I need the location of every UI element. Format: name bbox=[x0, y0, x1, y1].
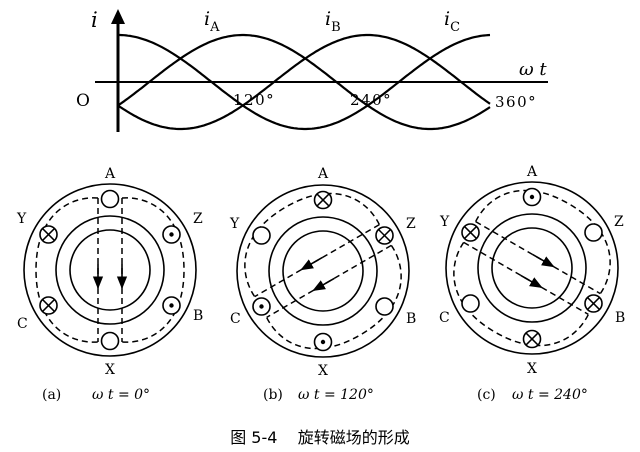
stator-diagram-a: A X Y Z C B bbox=[16, 166, 203, 378]
slot-y-empty bbox=[252, 226, 271, 245]
current-out-dot-icon bbox=[169, 232, 174, 237]
slot-z-empty bbox=[584, 223, 603, 242]
curve-label-i-b: iB bbox=[325, 8, 341, 35]
flux-loop-right bbox=[474, 189, 611, 295]
subcaption-c-value: ω t = 240° bbox=[512, 387, 588, 403]
curve-label-i-a: iA bbox=[204, 8, 220, 35]
current-out-dot-icon bbox=[259, 304, 264, 309]
label-c: C bbox=[17, 316, 28, 332]
flux-loop-left bbox=[453, 241, 590, 347]
subcaption-c-tag: (c) bbox=[477, 387, 496, 403]
current-out-dot-icon bbox=[529, 194, 535, 200]
curve-i-c bbox=[117, 33, 491, 131]
label-x: X bbox=[527, 361, 537, 377]
label-z: Z bbox=[406, 216, 416, 232]
flux-arrow-right bbox=[312, 277, 335, 292]
label-y: Y bbox=[439, 214, 450, 230]
current-in-cross-icon bbox=[42, 228, 55, 241]
flux-arrow-left bbox=[520, 274, 543, 289]
stator-outer-ring bbox=[236, 184, 410, 358]
current-axis-arrowhead bbox=[111, 9, 125, 24]
label-c: C bbox=[230, 311, 241, 327]
label-z: Z bbox=[193, 211, 203, 227]
angle-label-240: 240° bbox=[350, 91, 392, 109]
slot-x-empty bbox=[100, 331, 120, 351]
flux-loop-left bbox=[244, 192, 381, 298]
current-in-cross-icon bbox=[42, 299, 55, 312]
flux-path bbox=[35, 197, 185, 343]
stator-outer-ring bbox=[23, 183, 197, 357]
flux-arrow-right bbox=[532, 253, 555, 268]
flux-arrow-left bbox=[300, 256, 323, 271]
rotor-circle bbox=[491, 227, 573, 309]
curve-label-i-c: iC bbox=[444, 8, 460, 35]
label-a: A bbox=[526, 164, 538, 180]
label-x: X bbox=[105, 362, 115, 378]
stator-diagram-c: A X Y Z C B bbox=[439, 164, 625, 377]
current-axis-label: i bbox=[91, 8, 98, 32]
stator-diagram-b: A X Y Z C B bbox=[229, 166, 416, 379]
subcaption-b-tag: (b) bbox=[263, 387, 283, 403]
current-in-cross-icon bbox=[525, 332, 539, 346]
current-out-dot-icon bbox=[320, 339, 326, 345]
subcaption-b-value: ω t = 120° bbox=[298, 387, 374, 403]
current-out-dot-icon bbox=[169, 303, 174, 308]
stator-inner-bore bbox=[268, 216, 378, 326]
label-b: B bbox=[406, 311, 416, 327]
stator-inner-bore bbox=[477, 213, 587, 323]
rotor-circle bbox=[282, 230, 364, 312]
rotor-circle bbox=[69, 229, 151, 311]
flux-loop-left bbox=[35, 197, 99, 343]
angle-label-120: 120° bbox=[233, 91, 275, 109]
flux-loop-right bbox=[265, 244, 402, 350]
label-a: A bbox=[104, 166, 116, 182]
label-b: B bbox=[193, 308, 203, 324]
current-in-cross-icon bbox=[464, 226, 477, 239]
current-waveform-plot: i O ω t iA iB iC 120° 240° 360° bbox=[76, 8, 548, 132]
current-in-cross-icon bbox=[587, 297, 600, 310]
flux-loop-right bbox=[121, 197, 185, 343]
angle-label-360: 360° bbox=[495, 93, 537, 111]
label-c: C bbox=[439, 310, 450, 326]
label-z: Z bbox=[614, 214, 624, 230]
label-a: A bbox=[317, 166, 329, 182]
current-in-cross-icon bbox=[316, 193, 330, 207]
time-axis-label: ω t bbox=[519, 59, 547, 80]
subcaption-a-tag: (a) bbox=[42, 387, 61, 403]
label-x: X bbox=[318, 363, 328, 379]
curve-i-b bbox=[117, 33, 491, 131]
subcaption-a-value: ω t = 0° bbox=[92, 387, 150, 403]
stator-outer-ring bbox=[445, 181, 619, 355]
label-y: Y bbox=[229, 216, 240, 232]
slot-a-empty bbox=[100, 189, 120, 209]
current-in-cross-icon bbox=[378, 229, 391, 242]
slot-c-empty bbox=[461, 294, 480, 313]
figure-caption: 图 5-4 旋转磁场的形成 bbox=[230, 428, 410, 447]
label-y: Y bbox=[16, 211, 27, 227]
stator-inner-bore bbox=[55, 215, 165, 325]
label-b: B bbox=[615, 310, 625, 326]
origin-label: O bbox=[76, 91, 90, 111]
slot-b-empty bbox=[375, 297, 394, 316]
